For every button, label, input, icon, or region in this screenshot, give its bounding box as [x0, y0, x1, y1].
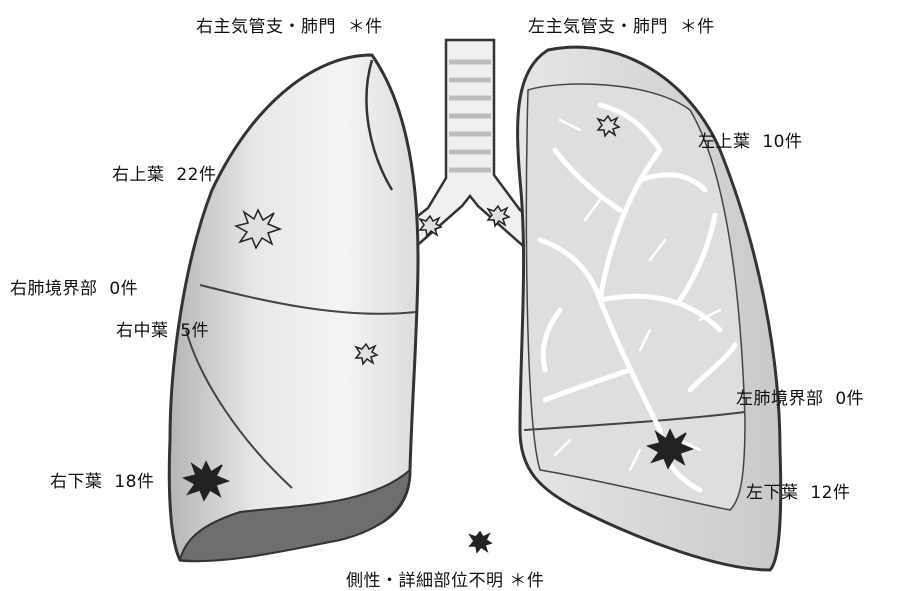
label-left-main-bronchus-hilum: 左主気管支・肺門 ＊件 [528, 12, 715, 37]
label-right-lower-lobe: 右下葉 18件 [50, 467, 154, 492]
region-count: 12件 [810, 483, 850, 503]
region-name: 側性・詳細部位不明 [346, 571, 504, 591]
label-left-lower-lobe: 左下葉 12件 [746, 478, 850, 503]
region-name: 右主気管支・肺門 [196, 17, 336, 37]
region-name: 左下葉 [746, 483, 799, 503]
region-name: 右中葉 [116, 321, 169, 341]
region-count: 10件 [762, 132, 802, 152]
region-name: 左上葉 [698, 132, 751, 152]
left-lung [518, 47, 781, 570]
region-count: 18件 [114, 472, 154, 492]
region-count: ＊件 [348, 17, 383, 37]
label-left-upper-lobe: 左上葉 10件 [698, 127, 802, 152]
region-name: 左主気管支・肺門 [528, 17, 668, 37]
region-count: ＊件 [680, 17, 715, 37]
region-name: 左肺境界部 [736, 389, 824, 409]
region-count: 5件 [180, 321, 209, 341]
label-right-main-bronchus-hilum: 右主気管支・肺門 ＊件 [196, 12, 383, 37]
region-count: 0件 [109, 279, 138, 299]
label-right-upper-lobe: 右上葉 22件 [112, 160, 216, 185]
region-name: 右上葉 [112, 165, 165, 185]
label-right-lung-boundary: 右肺境界部 0件 [10, 274, 138, 299]
region-count: 22件 [176, 165, 216, 185]
marker-laterality-unknown [470, 532, 491, 552]
region-count: 0件 [835, 389, 864, 409]
label-left-lung-boundary: 左肺境界部 0件 [736, 384, 864, 409]
region-name: 右下葉 [50, 472, 103, 492]
label-right-middle-lobe: 右中葉 5件 [116, 316, 209, 341]
region-count: ＊件 [509, 571, 544, 591]
region-name: 右肺境界部 [10, 279, 98, 299]
label-laterality-unknown: 側性・詳細部位不明 ＊件 [346, 566, 544, 591]
